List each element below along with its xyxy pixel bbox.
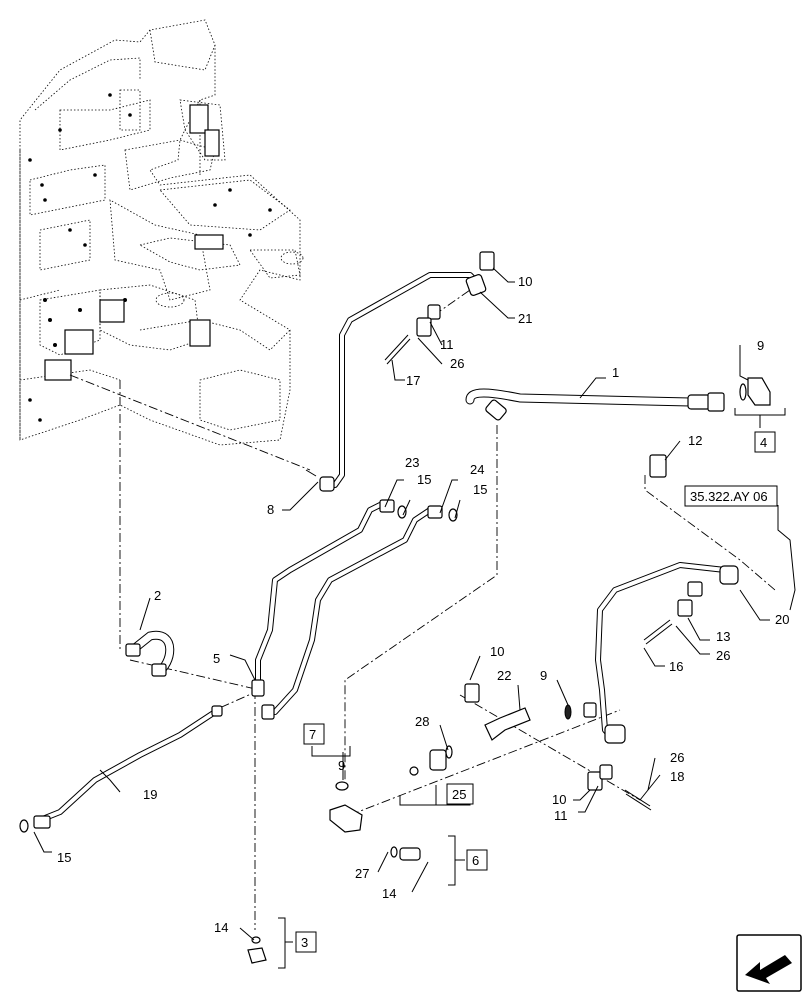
callout-24: 24 [470, 462, 484, 477]
reference-box: 35.322.AY 06 [690, 489, 768, 504]
callout-17: 17 [406, 373, 420, 388]
callout-14: 14 [382, 886, 396, 901]
leader-lines [33, 267, 796, 941]
callout-box-6: 6 [472, 853, 479, 868]
callout-13: 13 [716, 629, 730, 644]
callout-11: 11 [554, 808, 568, 823]
center-lines [69, 289, 776, 930]
hose-2 [125, 630, 175, 677]
lower-pipe [583, 454, 739, 744]
callout-23: 23 [405, 455, 419, 470]
callout-box-3: 3 [301, 935, 308, 950]
boxed-callouts: 4 7 25 6 3 35.322.AY 06 [295, 431, 778, 953]
pipe-19 [19, 705, 223, 833]
callout-21: 21 [518, 311, 532, 326]
machine-frame [19, 19, 304, 446]
callout-15: 15 [417, 472, 431, 487]
callout-26: 26 [450, 356, 464, 371]
callout-9: 9 [540, 668, 547, 683]
fittings [247, 683, 652, 964]
callout-22: 22 [497, 668, 511, 683]
callout-10: 10 [552, 792, 566, 807]
callout-18: 18 [670, 769, 684, 784]
callout-box-25: 25 [452, 787, 466, 802]
callout-27: 27 [355, 866, 369, 881]
callout-8: 8 [267, 502, 274, 517]
callout-5: 5 [213, 651, 220, 666]
callouts: 9 10 21 11 26 17 1 12 8 23 15 24 15 2 5 … [57, 274, 789, 935]
callout-10: 10 [490, 644, 504, 659]
arrow-back-icon[interactable] [736, 934, 802, 992]
callout-box-7: 7 [309, 727, 316, 742]
callout-9: 9 [757, 338, 764, 353]
callout-14: 14 [214, 920, 228, 935]
callout-15: 15 [57, 850, 71, 865]
callout-19: 19 [143, 787, 157, 802]
callout-16: 16 [669, 659, 683, 674]
callout-10: 10 [518, 274, 532, 289]
twin-pipes [251, 499, 458, 720]
callout-box-4: 4 [760, 435, 767, 450]
callout-15: 15 [473, 482, 487, 497]
callout-28: 28 [415, 714, 429, 729]
callout-11: 11 [440, 337, 454, 352]
upper-pipe [305, 251, 495, 492]
callout-1: 1 [612, 365, 619, 380]
callout-26: 26 [716, 648, 730, 663]
hose-assembly [465, 377, 771, 421]
callout-2: 2 [154, 588, 161, 603]
callout-12: 12 [688, 433, 702, 448]
callout-20: 20 [775, 612, 789, 627]
callout-26: 26 [670, 750, 684, 765]
callout-9: 9 [338, 758, 345, 773]
